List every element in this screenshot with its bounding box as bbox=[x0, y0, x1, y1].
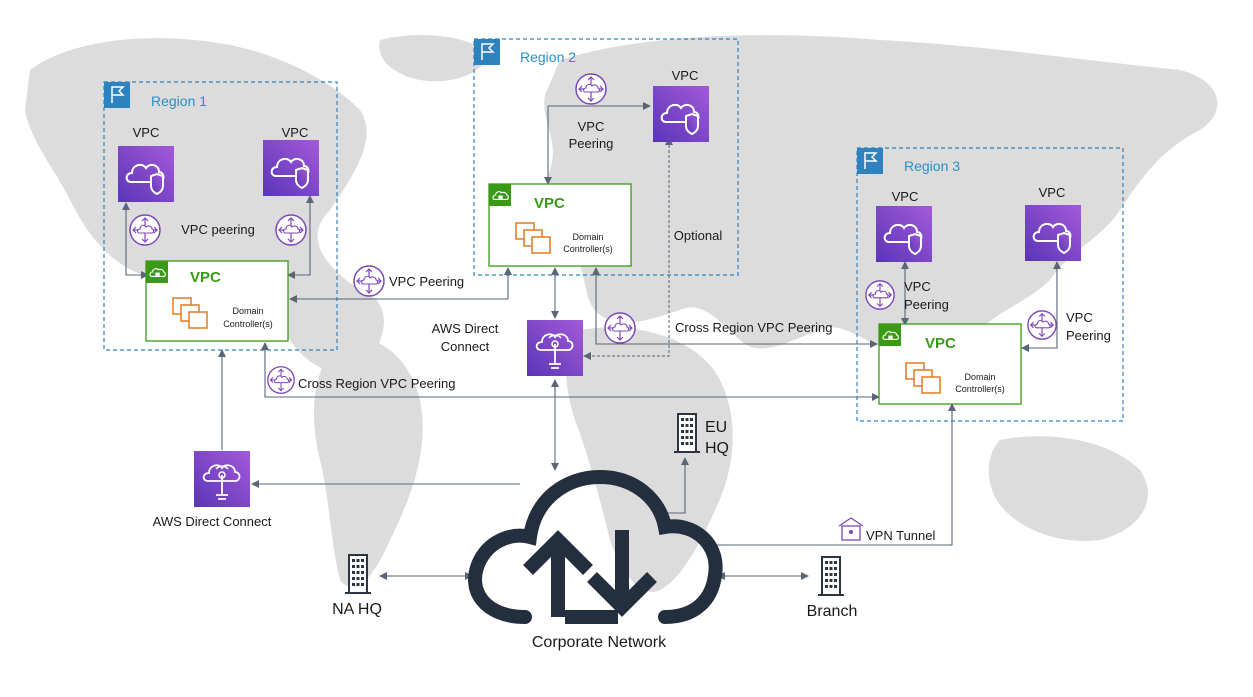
na-hq-building-icon bbox=[344, 554, 372, 594]
dx-center-label-line1: AWS Direct bbox=[432, 321, 499, 336]
region-3-boundary bbox=[856, 147, 1124, 422]
r2-main-vpc-box bbox=[488, 183, 632, 267]
r1-vpc-left-label: VPC bbox=[133, 125, 160, 140]
r2-r3-cross-label: Cross Region VPC Peering bbox=[675, 320, 833, 335]
r2-main-vpc-title: VPC bbox=[534, 195, 565, 212]
r2-domain-line2: Controller(s) bbox=[563, 244, 613, 254]
r1-r2-peering-label: VPC Peering bbox=[389, 274, 464, 289]
r1-right-peering-icon bbox=[275, 214, 307, 246]
r3-domain-line1: Domain bbox=[964, 372, 995, 382]
r2-r3-cross-line bbox=[595, 268, 878, 348]
r3-domain-line2: Controller(s) bbox=[955, 384, 1005, 394]
r1-vpc-right-label: VPC bbox=[282, 125, 309, 140]
r1-left-peering-icon bbox=[129, 214, 161, 246]
r1-r2-peering-icon bbox=[353, 265, 385, 297]
eu-hq-line bbox=[667, 457, 689, 514]
r1-right-peering-line bbox=[287, 196, 311, 279]
r1-domain-line2: Controller(s) bbox=[223, 319, 273, 329]
r2-r3-cross-peering-icon bbox=[604, 312, 636, 344]
r3-right-vpc-label: VPC bbox=[1066, 310, 1093, 325]
corporate-cloud-icon bbox=[468, 469, 723, 624]
r3-vpc-left-label: VPC bbox=[892, 189, 919, 204]
optional-label: Optional bbox=[674, 228, 723, 243]
r2-peering-label-text: Peering bbox=[569, 136, 614, 151]
r1-r2-peering-line bbox=[290, 267, 512, 300]
region-1-label: Region 1 bbox=[151, 93, 207, 109]
region-3-label: Region 3 bbox=[904, 158, 960, 174]
r1-main-vpc-title: VPC bbox=[190, 269, 221, 286]
region-2-boundary bbox=[473, 38, 739, 276]
r2-main-vpc-lock-icon bbox=[489, 184, 511, 206]
r2-domain-line1: Domain bbox=[572, 232, 603, 242]
dx-center-label-line2: Connect bbox=[441, 339, 490, 354]
branch-building-icon bbox=[817, 556, 845, 596]
r1-main-vpc-lock-icon bbox=[146, 261, 168, 283]
r2-vpc-icon bbox=[653, 86, 709, 142]
region-2-label: Region 2 bbox=[520, 49, 576, 65]
dx-left-icon bbox=[194, 451, 250, 507]
r1-r3-cross-peering-icon bbox=[267, 366, 295, 394]
eu-label: EU bbox=[705, 419, 727, 436]
eu-hq-building-icon bbox=[673, 413, 701, 453]
dx-left-label: AWS Direct Connect bbox=[153, 514, 272, 529]
r3-main-vpc-lock-icon bbox=[879, 324, 901, 346]
vpn-line bbox=[705, 406, 953, 549]
r1-domain-line1: Domain bbox=[232, 306, 263, 316]
hq-label: HQ bbox=[705, 440, 729, 457]
r3-main-vpc-box bbox=[878, 323, 1022, 405]
dx-center-icon bbox=[527, 320, 583, 376]
region-3-flag-icon bbox=[857, 148, 883, 174]
r2-vpc-label-text: VPC bbox=[578, 119, 605, 134]
r1-r3-cross-line bbox=[264, 343, 880, 401]
r3-left-vpc-label: VPC bbox=[904, 279, 931, 294]
corporate-network-label: Corporate Network bbox=[532, 634, 667, 651]
vpn-tunnel-label: VPN Tunnel bbox=[866, 528, 935, 543]
r3-left-peering-icon bbox=[865, 280, 895, 310]
r2-peering-icon bbox=[575, 73, 607, 105]
r3-right-peering-label: Peering bbox=[1066, 328, 1111, 343]
r1-main-vpc-box bbox=[145, 260, 289, 342]
r2-vpc-label: VPC bbox=[672, 68, 699, 83]
r3-right-peering-line bbox=[1021, 262, 1058, 352]
r1-vpc-left-icon bbox=[118, 146, 174, 202]
region-2-flag-icon bbox=[474, 39, 500, 65]
r3-vpc-right-label: VPC bbox=[1039, 185, 1066, 200]
r3-left-peering-label: Peering bbox=[904, 297, 949, 312]
optional-dashed-line bbox=[583, 140, 670, 360]
r3-right-peering-icon bbox=[1027, 310, 1057, 340]
r1-vpc-right-icon bbox=[263, 140, 319, 196]
na-hq-label: NA HQ bbox=[332, 601, 382, 618]
connections bbox=[122, 102, 1061, 580]
r1-r3-cross-label: Cross Region VPC Peering bbox=[298, 376, 456, 391]
world-map-background bbox=[25, 35, 1218, 592]
r1-left-peering-line bbox=[125, 203, 149, 279]
r3-vpc-right-icon bbox=[1025, 205, 1081, 261]
r3-vpc-left-icon bbox=[876, 206, 932, 262]
branch-label: Branch bbox=[807, 603, 858, 620]
region-1-flag-icon bbox=[104, 82, 130, 108]
r3-main-vpc-title: VPC bbox=[925, 335, 956, 352]
r1-vpc-peering-label: VPC peering bbox=[181, 222, 255, 237]
vpn-gateway-icon bbox=[838, 517, 864, 541]
